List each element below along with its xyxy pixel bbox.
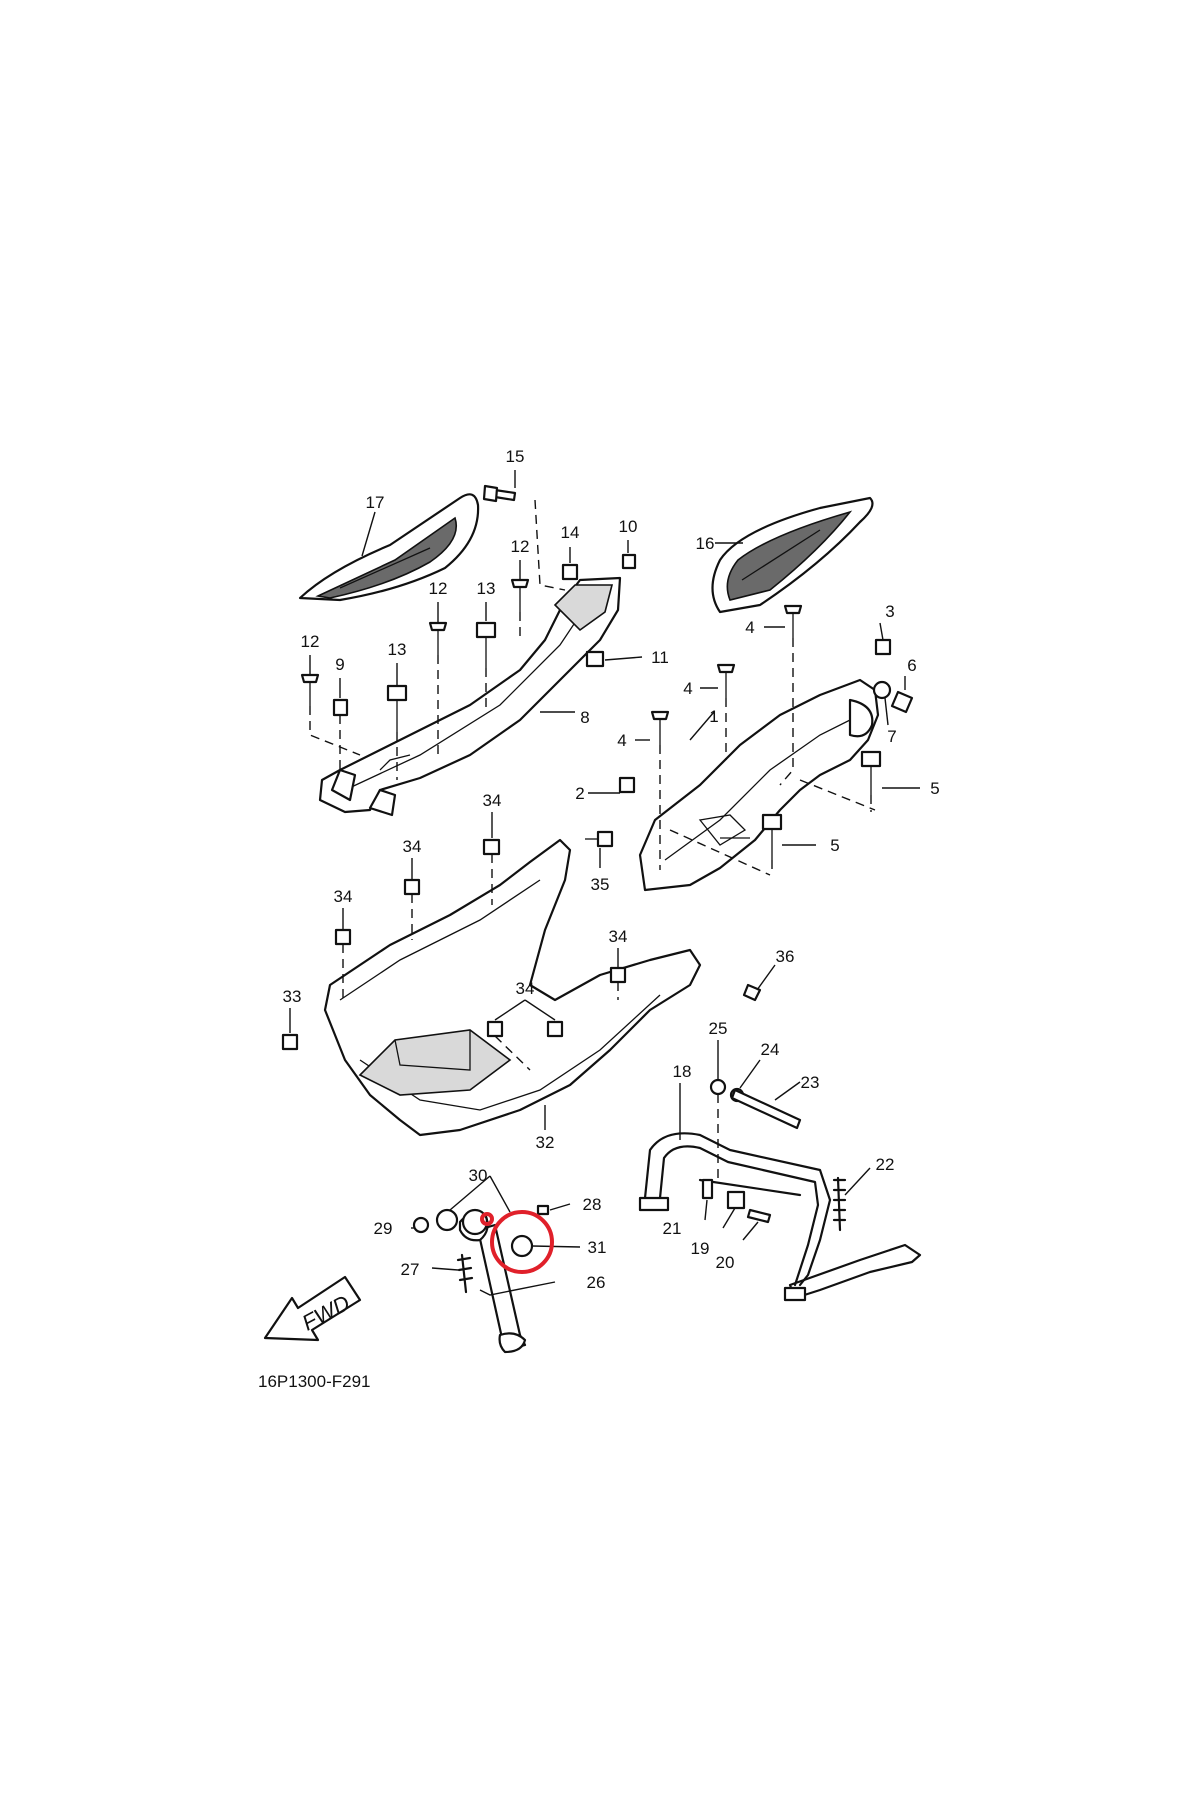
leader-lines [289,470,920,1296]
callout-13b: 13 [388,640,407,659]
callout-5a: 5 [930,779,939,798]
callout-31: 31 [588,1238,607,1257]
figure-code: 16P1300-F291 [258,1372,370,1391]
callout-35: 35 [591,875,610,894]
callout-16: 16 [696,534,715,553]
footrest-mat-left [298,493,480,602]
callout-18: 18 [673,1062,692,1081]
callout-12c: 12 [301,632,320,651]
callout-15: 15 [506,447,525,466]
callout-4b: 4 [683,679,692,698]
callout-11: 11 [651,648,669,667]
floor-undercover [323,838,702,1137]
callout-32: 32 [536,1133,555,1152]
callout-8: 8 [580,708,589,727]
footrest-mat-right [711,496,874,614]
side-cover-left [318,576,622,817]
callout-10: 10 [619,517,638,536]
callout-3: 3 [885,602,894,621]
callout-9: 9 [335,655,344,674]
callout-25: 25 [709,1019,728,1038]
callout-13a: 13 [477,579,496,598]
callout-7: 7 [887,727,896,746]
callout-2: 2 [575,784,584,803]
callout-23: 23 [801,1073,820,1092]
callout-34d: 34 [609,927,628,946]
callout-4c: 4 [617,731,626,750]
callout-29: 29 [374,1219,393,1238]
callout-33: 33 [283,987,302,1006]
callout-17: 17 [366,493,385,512]
callout-12b: 12 [429,579,448,598]
highlight-circle [490,1210,554,1274]
callout-14: 14 [561,523,580,542]
callout-24: 24 [761,1040,780,1059]
main-stand [638,1132,922,1302]
assembly-lines [309,499,876,1180]
callout-1: 1 [709,707,718,726]
callout-34c: 34 [334,887,353,906]
callout-26: 26 [587,1273,606,1292]
callout-4a: 4 [745,618,754,637]
callout-28: 28 [583,1195,602,1214]
callout-19: 19 [691,1239,710,1258]
callouts: 15 17 14 10 16 12 12 13 3 4 12 9 13 11 6… [283,447,940,1292]
callout-27: 27 [401,1260,420,1279]
callout-20: 20 [716,1253,735,1272]
callout-30: 30 [469,1166,488,1185]
callout-34a: 34 [483,791,502,810]
callout-34b: 34 [403,837,422,856]
highlight-marker [480,1210,554,1274]
side-cover-right [638,678,880,892]
callout-5b: 5 [830,836,839,855]
fwd-arrow-icon: FWD [263,1275,362,1342]
callout-22: 22 [876,1155,895,1174]
callout-21: 21 [663,1219,682,1238]
callout-36: 36 [776,947,795,966]
callout-34e: 34 [516,979,535,998]
highlight-dot [480,1212,494,1226]
callout-6: 6 [907,656,916,675]
callout-12a: 12 [511,537,530,556]
